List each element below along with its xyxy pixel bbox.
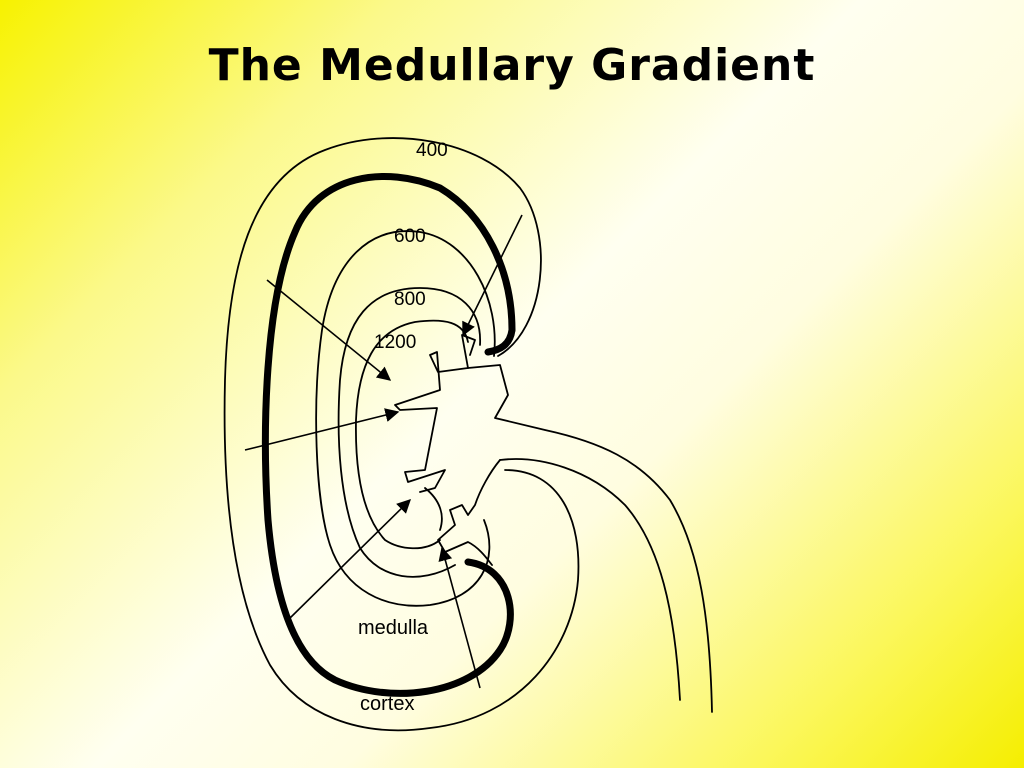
arrow-5: [438, 546, 481, 689]
ureter-inner: [499, 458, 681, 701]
renal-pelvis: [461, 334, 713, 713]
slide-title: The Medullary Gradient: [208, 40, 816, 91]
cortex-boundary: [261, 173, 516, 697]
arrow-3: [244, 408, 400, 451]
contour-label-400: 400: [416, 140, 448, 161]
kidney-outline: [223, 137, 580, 732]
contour-800: [337, 287, 481, 578]
arrow-1: [462, 214, 523, 337]
arrow-2: [266, 279, 392, 381]
contour-600: [315, 230, 496, 607]
contour-label-800: 800: [394, 289, 426, 310]
calyx-mid: [424, 487, 443, 531]
cortex-label: cortex: [360, 693, 414, 715]
cortex-boundary-end: [484, 326, 516, 356]
contour-label-1200: 1200: [374, 332, 416, 353]
contour-1200: [355, 319, 469, 550]
calyx-upper: [394, 351, 469, 493]
pelvis-lower: [437, 459, 501, 566]
arrow-4: [287, 499, 411, 621]
contour-label-600: 600: [394, 226, 426, 247]
medulla-label: medulla: [358, 617, 429, 639]
